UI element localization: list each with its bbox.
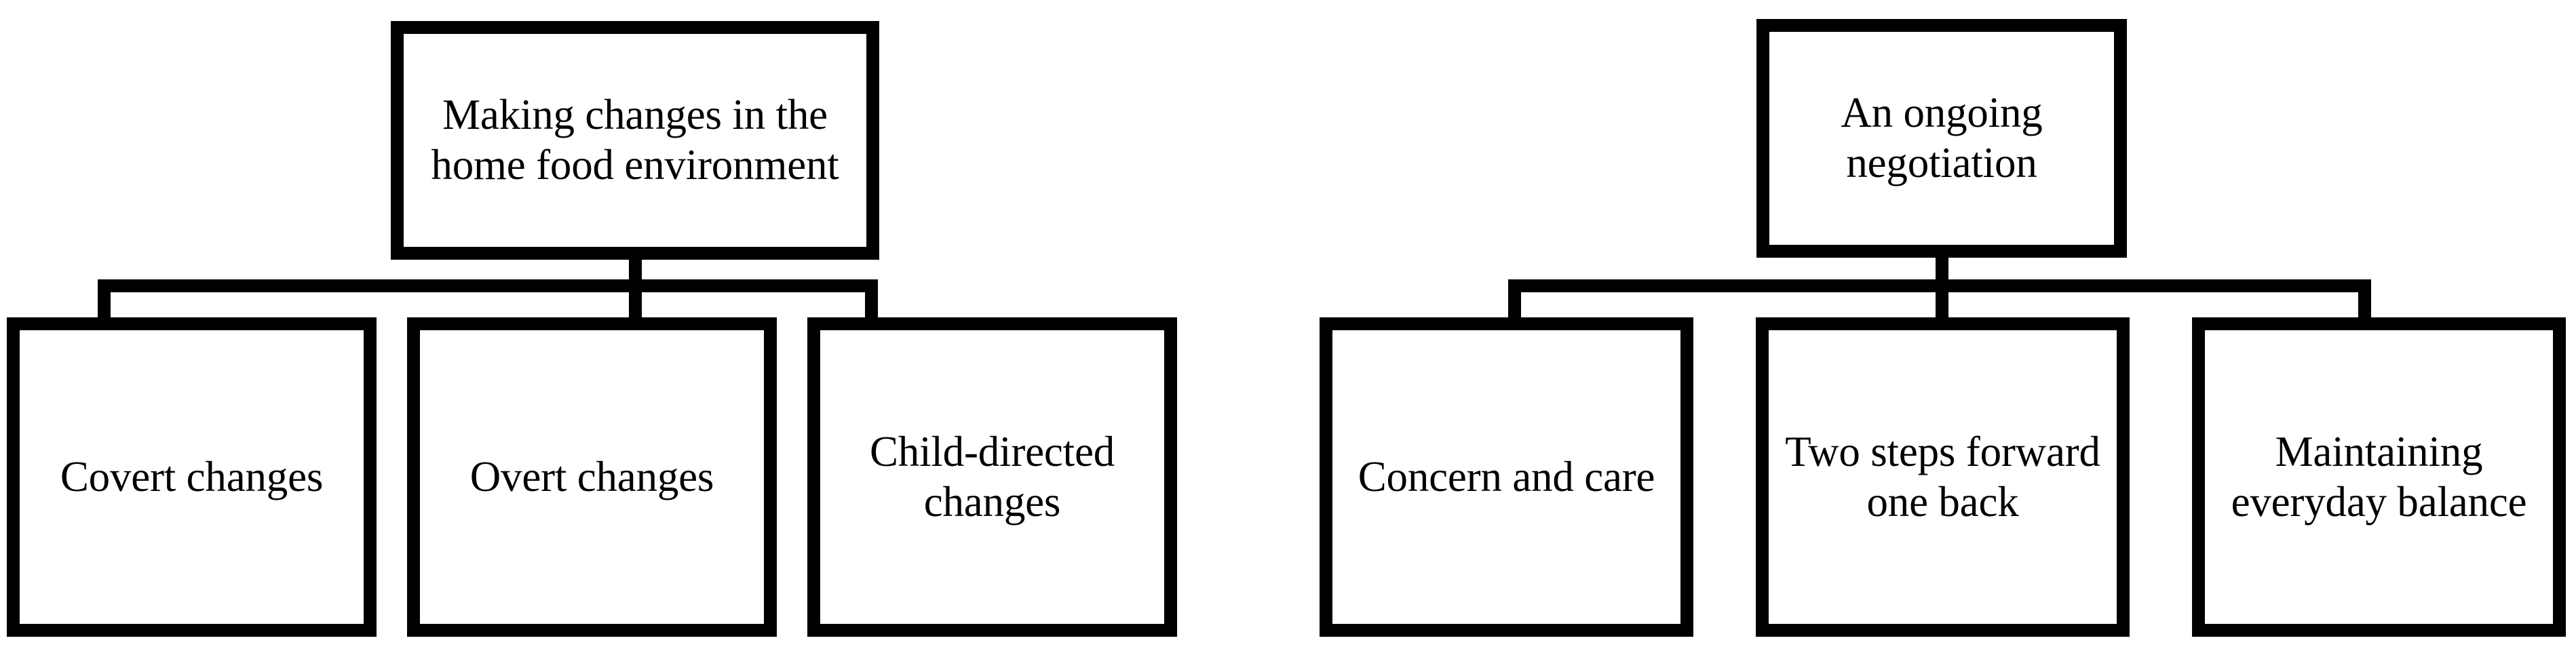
tree2-child-label-1: Concern and care	[1358, 452, 1655, 500]
tree-home-food-environment: Making changes in the home food environm…	[0, 0, 1177, 651]
tree1-child-label-2: Overt changes	[469, 452, 714, 500]
tree2-child-node-1[interactable]: Concern and care	[1320, 317, 1693, 637]
tree2-root-stem	[1936, 258, 1948, 281]
tree2-drop-child-2	[1936, 279, 1948, 319]
tree1-child-node-1[interactable]: Covert changes	[7, 317, 377, 637]
tree2-drop-child-3	[2358, 279, 2371, 319]
tree1-root-stem	[629, 260, 642, 281]
tree-ongoing-negotiation: An ongoing negotiation Concern and care …	[1320, 0, 2576, 651]
tree2-child-node-3[interactable]: Maintaining everyday balance	[2192, 317, 2566, 637]
tree2-child-label-2: Two steps forward one back	[1785, 427, 2100, 526]
tree2-child-label-3: Maintaining everyday balance	[2231, 427, 2527, 526]
tree1-root-node[interactable]: Making changes in the home food environm…	[391, 21, 879, 260]
tree1-child-label-3: Child-directed changes	[869, 427, 1115, 526]
tree1-horizontal-bar	[98, 279, 878, 292]
tree2-child-node-2[interactable]: Two steps forward one back	[1756, 317, 2130, 637]
tree1-child-node-2[interactable]: Overt changes	[407, 317, 777, 637]
tree2-root-node[interactable]: An ongoing negotiation	[1756, 19, 2127, 258]
tree1-drop-child-1	[98, 279, 111, 319]
tree2-drop-child-1	[1508, 279, 1521, 319]
tree1-drop-child-3	[865, 279, 878, 319]
tree1-child-node-3[interactable]: Child-directed changes	[807, 317, 1177, 637]
tree1-child-label-1: Covert changes	[60, 452, 324, 500]
tree1-drop-child-2	[629, 279, 642, 319]
tree1-root-label: Making changes in the home food environm…	[431, 91, 839, 189]
tree2-root-label: An ongoing negotiation	[1841, 89, 2043, 186]
